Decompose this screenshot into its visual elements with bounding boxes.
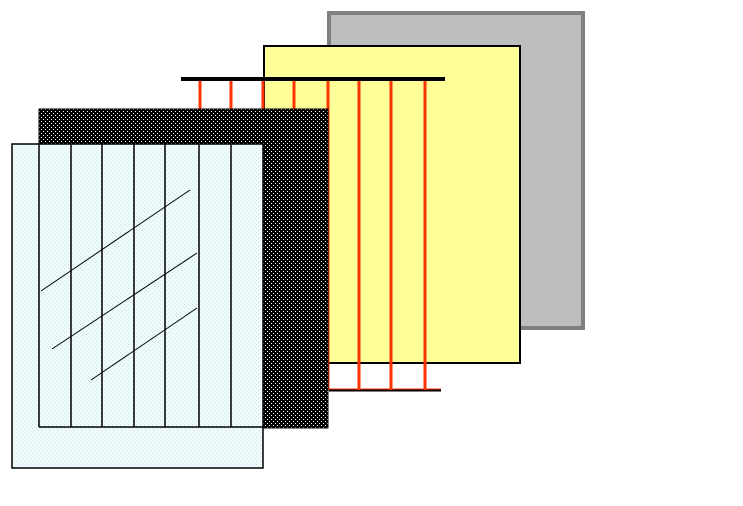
front-panel-frame — [11, 143, 264, 469]
glare-line — [51, 252, 198, 350]
front-glass-panel — [11, 143, 264, 469]
glare-line — [40, 189, 191, 292]
glare-line — [90, 307, 198, 381]
